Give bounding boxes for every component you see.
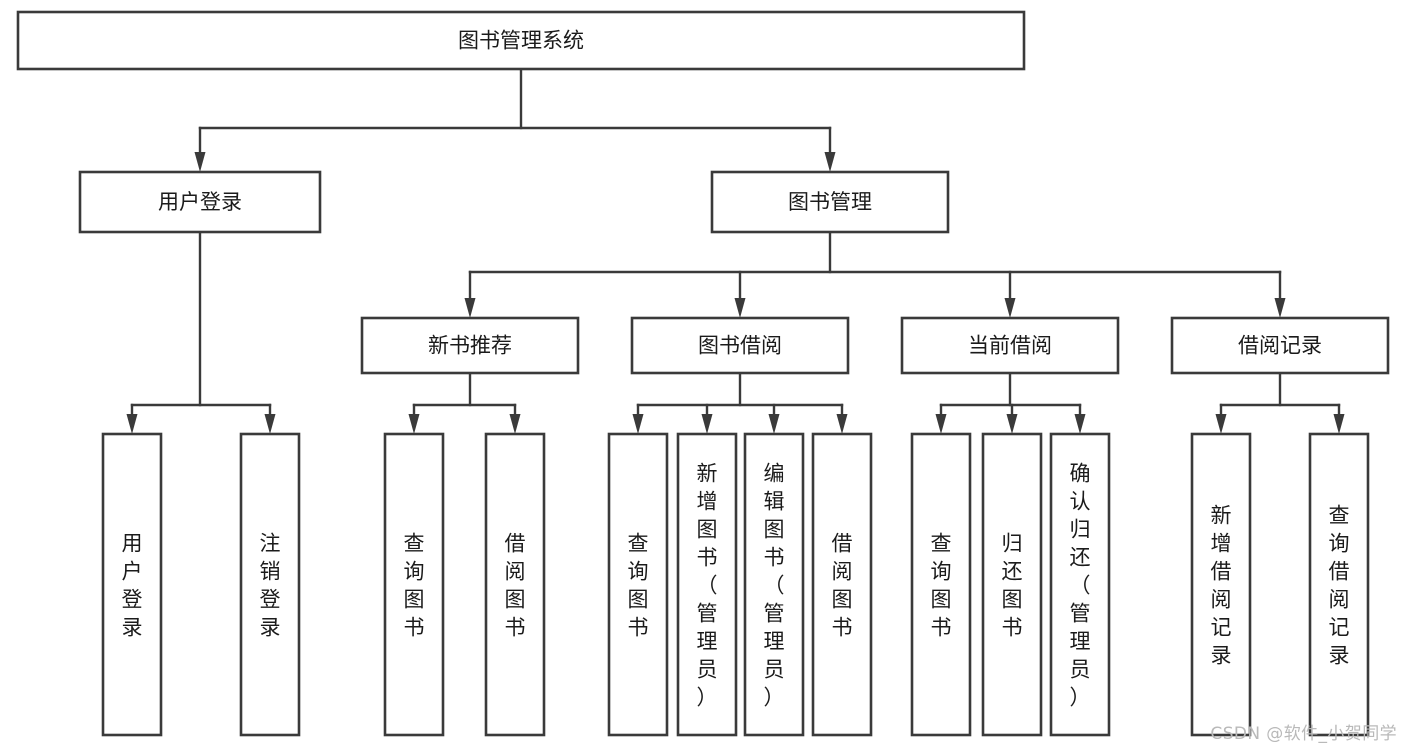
node-leaf-user-login-box[interactable] [101, 432, 163, 737]
node-leaf-return-book[interactable]: 归还图书 [981, 432, 1043, 737]
node-book-borrow-label: 图书借阅 [698, 334, 782, 358]
node-leaf-logout-box[interactable] [239, 432, 301, 737]
node-leaf-query-book-3-box[interactable] [910, 432, 972, 737]
node-leaf-query-record-box[interactable] [1308, 432, 1370, 737]
node-leaf-query-record-label: 查询借阅记录 [1329, 503, 1350, 667]
node-leaf-edit-book-box[interactable] [743, 432, 805, 737]
node-new-book-recommend[interactable]: 新书推荐 [360, 316, 580, 375]
node-leaf-confirm-return-box[interactable] [1049, 432, 1111, 737]
node-leaf-borrow-book-2-box[interactable] [811, 432, 873, 737]
node-leaf-add-record-box[interactable] [1190, 432, 1252, 737]
node-leaf-borrow-book-1-label: 借阅图书 [505, 531, 526, 639]
node-root-label: 图书管理系统 [458, 29, 584, 53]
node-new-book-recommend-label: 新书推荐 [428, 334, 512, 358]
node-leaf-confirm-return[interactable]: 确认归还（管理员） [1049, 432, 1111, 737]
node-root-box[interactable] [16, 10, 1026, 71]
node-book-manage[interactable]: 图书管理 [710, 170, 950, 234]
node-leaf-query-record[interactable]: 查询借阅记录 [1308, 432, 1370, 737]
node-layer: 图书管理系统用户登录图书管理新书推荐图书借阅当前借阅借阅记录用户登录注销登录查询… [16, 10, 1390, 737]
node-leaf-add-record[interactable]: 新增借阅记录 [1190, 432, 1252, 737]
node-borrow-record[interactable]: 借阅记录 [1170, 316, 1390, 375]
node-user-login-label: 用户登录 [158, 190, 242, 214]
node-leaf-add-record-label: 新增借阅记录 [1211, 503, 1232, 667]
node-current-borrow-label: 当前借阅 [968, 334, 1052, 358]
node-leaf-user-login[interactable]: 用户登录 [101, 432, 163, 737]
node-leaf-borrow-book-2-label: 借阅图书 [832, 531, 853, 639]
node-leaf-query-book-2[interactable]: 查询图书 [607, 432, 669, 737]
node-book-borrow[interactable]: 图书借阅 [630, 316, 850, 375]
node-leaf-query-book-3-label: 查询图书 [931, 531, 952, 639]
node-leaf-confirm-return-label: 确认归还（管理员） [1070, 461, 1091, 709]
connector-layer [126, 67, 1345, 434]
node-leaf-add-book-label: 新增图书（管理员） [697, 461, 718, 709]
csdn-watermark: CSDN @软件_小贺同学 [1210, 724, 1397, 744]
node-borrow-record-box[interactable] [1170, 316, 1390, 375]
node-leaf-query-book-1-label: 查询图书 [404, 531, 425, 639]
node-book-borrow-box[interactable] [630, 316, 850, 375]
node-new-book-recommend-box[interactable] [360, 316, 580, 375]
node-user-login-box[interactable] [78, 170, 322, 234]
node-leaf-query-book-2-label: 查询图书 [628, 531, 649, 639]
node-leaf-add-book[interactable]: 新增图书（管理员） [676, 432, 738, 737]
node-leaf-query-book-1[interactable]: 查询图书 [383, 432, 445, 737]
node-leaf-query-book-2-box[interactable] [607, 432, 669, 737]
node-leaf-query-book-3[interactable]: 查询图书 [910, 432, 972, 737]
node-book-manage-label: 图书管理 [788, 190, 872, 214]
node-leaf-borrow-book-1[interactable]: 借阅图书 [484, 432, 546, 737]
node-leaf-edit-book-label: 编辑图书（管理员） [764, 461, 785, 709]
node-current-borrow[interactable]: 当前借阅 [900, 316, 1120, 375]
node-current-borrow-box[interactable] [900, 316, 1120, 375]
node-root[interactable]: 图书管理系统 [16, 10, 1026, 71]
node-leaf-query-book-1-box[interactable] [383, 432, 445, 737]
node-leaf-return-book-label: 归还图书 [1002, 531, 1023, 639]
node-leaf-borrow-book-2[interactable]: 借阅图书 [811, 432, 873, 737]
node-book-manage-box[interactable] [710, 170, 950, 234]
node-leaf-add-book-box[interactable] [676, 432, 738, 737]
node-leaf-return-book-box[interactable] [981, 432, 1043, 737]
node-leaf-borrow-book-1-box[interactable] [484, 432, 546, 737]
node-leaf-user-login-label: 用户登录 [122, 531, 143, 639]
node-leaf-logout-label: 注销登录 [260, 531, 281, 639]
node-user-login[interactable]: 用户登录 [78, 170, 322, 234]
node-leaf-logout[interactable]: 注销登录 [239, 432, 301, 737]
node-leaf-edit-book[interactable]: 编辑图书（管理员） [743, 432, 805, 737]
node-borrow-record-label: 借阅记录 [1238, 334, 1322, 358]
